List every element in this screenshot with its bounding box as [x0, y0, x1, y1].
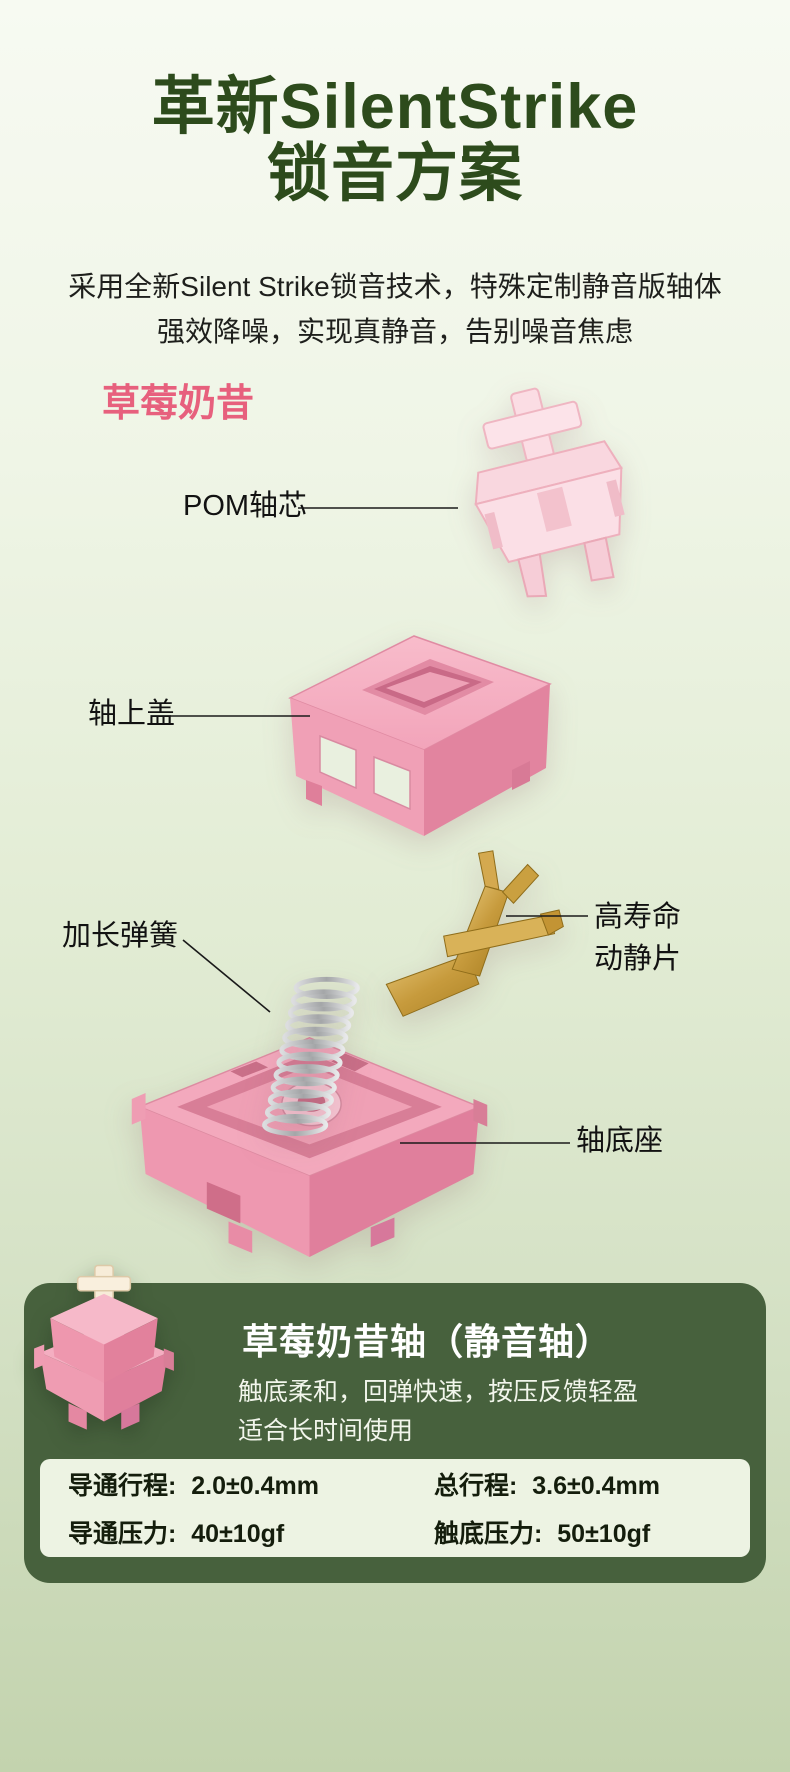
card-description-line1: 触底柔和，回弹快速，按压反馈轻盈: [238, 1378, 639, 1406]
page-title-line2: 锁音方案: [267, 138, 523, 209]
label-contact-leaf-line1: 高寿命: [594, 901, 682, 933]
card-title: 草莓奶昔轴（静音轴）: [242, 1321, 613, 1362]
spec-value: 3.6±0.4mm: [532, 1472, 660, 1500]
spec-panel: 导通行程: 2.0±0.4mm 总行程: 3.6±0.4mm 导通压力: 40±…: [40, 1459, 750, 1557]
product-summary-card: 草莓奶昔轴（静音轴） 触底柔和，回弹快速，按压反馈轻盈 适合长时间使用 导通行程…: [24, 1264, 766, 1583]
switch-thumbnail-image: [34, 1264, 174, 1430]
spec-actuation-travel: 导通行程: 2.0±0.4mm: [68, 1466, 434, 1502]
spec-value: 2.0±0.4mm: [191, 1472, 319, 1500]
hero-subtitle-line2: 强效降噪，实现真静音，告别噪音焦虑: [156, 315, 633, 347]
spec-value: 40±10gf: [191, 1520, 285, 1548]
product-name-label: 草莓奶昔: [102, 383, 255, 425]
label-top-housing: 轴上盖: [88, 698, 176, 730]
spec-value: 50±10gf: [557, 1520, 651, 1548]
label-contact-leaf: 高寿命 动静片: [594, 896, 681, 980]
top-housing-illustration: [262, 618, 574, 858]
hero-subtitle: 采用全新Silent Strike锁音技术，特殊定制静音版轴体 强效降噪，实现真…: [0, 264, 790, 355]
spring-image: [262, 976, 360, 1137]
label-contact-leaf-line2: 动静片: [594, 943, 682, 976]
switch-thumbnail: [28, 1251, 180, 1439]
spec-label: 总行程:: [434, 1472, 518, 1500]
spec-label: 触底压力:: [434, 1520, 543, 1548]
spec-label: 导通压力:: [68, 1520, 177, 1548]
label-spring: 加长弹簧: [62, 920, 179, 952]
card-description: 触底柔和，回弹快速，按压反馈轻盈 适合长时间使用: [238, 1373, 638, 1451]
spec-label: 导通行程:: [68, 1472, 177, 1500]
stem-illustration: [420, 378, 680, 613]
contact-leaf-image: [385, 850, 564, 1017]
hero-subtitle-line1: 采用全新Silent Strike锁音技术，特殊定制静音版轴体: [68, 270, 722, 302]
pom-stem-image: [474, 387, 625, 598]
spec-bottom-out-force: 触底压力: 50±10gf: [434, 1514, 750, 1550]
contact-leaf-illustration: [352, 842, 572, 1027]
page-title: 革新SilentStrike 锁音方案: [0, 74, 790, 208]
card-description-line2: 适合长时间使用: [238, 1416, 414, 1445]
spec-actuation-force: 导通压力: 40±10gf: [68, 1514, 434, 1550]
spec-total-travel: 总行程: 3.6±0.4mm: [434, 1466, 750, 1502]
page-title-line1: 革新SilentStrike: [151, 72, 639, 142]
top-housing-image: [288, 635, 552, 836]
label-bottom-housing: 轴底座: [576, 1125, 664, 1157]
label-pom-stem: POM轴芯: [183, 490, 308, 522]
spring-illustration: [252, 972, 367, 1140]
hero-section: 革新SilentStrike 锁音方案 采用全新Silent Strike锁音技…: [0, 74, 790, 354]
